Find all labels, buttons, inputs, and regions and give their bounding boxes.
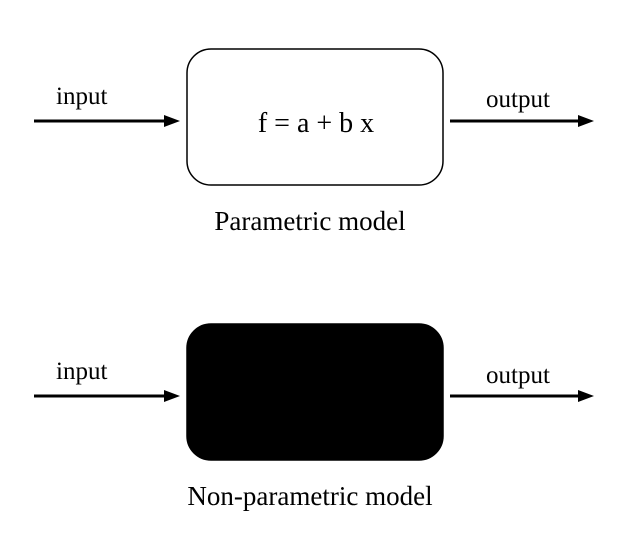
parametric-formula: f = a + b x: [258, 108, 374, 139]
nonparametric-output-label: output: [486, 362, 550, 389]
nonparametric-input-label: input: [56, 358, 107, 385]
parametric-model-group: input f = a + b x output Parametric mode…: [34, 48, 594, 236]
nonparametric-caption: Non-parametric model: [187, 481, 432, 511]
nonparametric-black-box: [186, 323, 444, 461]
parametric-input-arrow: [34, 115, 180, 127]
nonparametric-input-arrow: [34, 390, 180, 402]
parametric-output-label: output: [486, 86, 550, 113]
nonparametric-output-arrow: [450, 390, 594, 402]
parametric-output-arrow: [450, 115, 594, 127]
nonparametric-model-group: input output Non-parametric model: [34, 323, 594, 511]
parametric-caption: Parametric model: [214, 206, 405, 236]
parametric-model-box: [186, 48, 444, 186]
parametric-input-label: input: [56, 83, 107, 110]
